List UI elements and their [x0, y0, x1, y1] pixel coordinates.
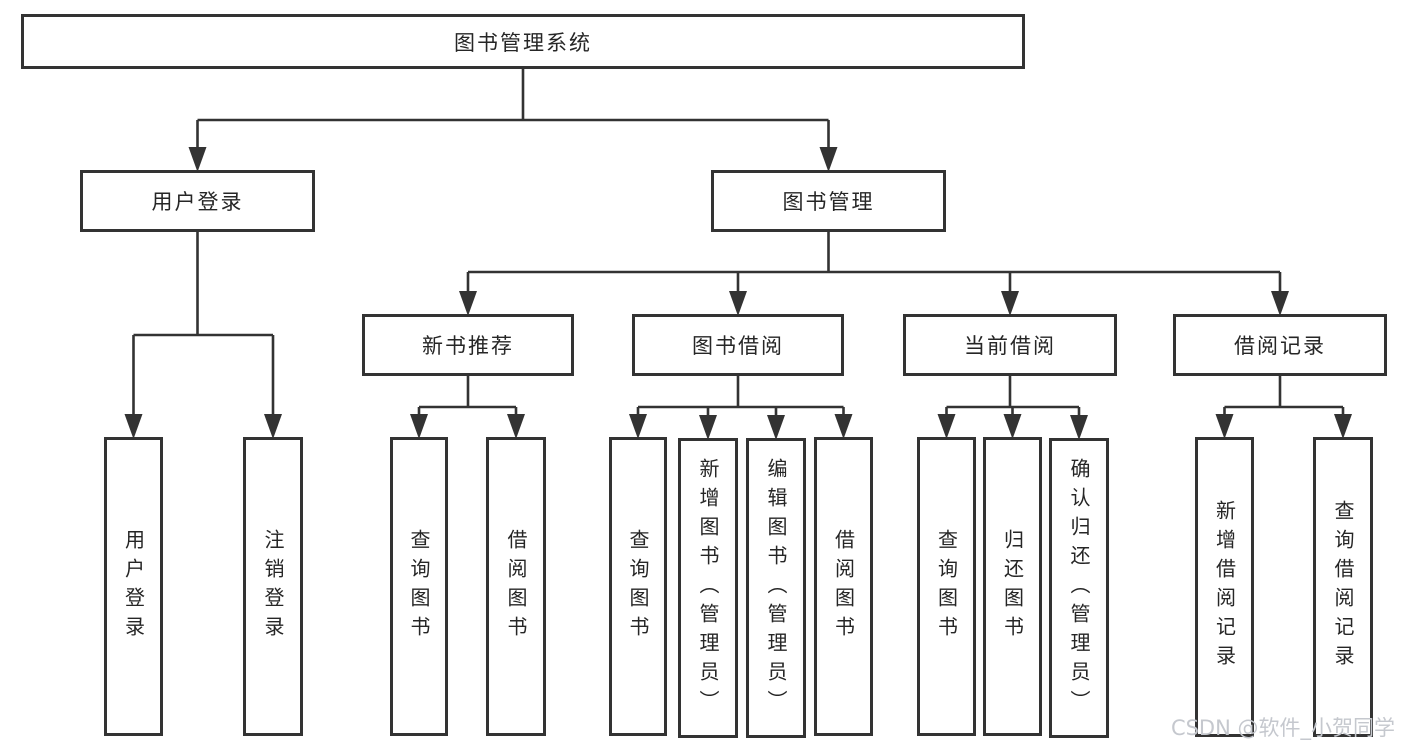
- diagram-node-root: 图书管理系统: [21, 14, 1025, 69]
- node-label: 注销登录: [261, 528, 285, 645]
- arrowhead-icon: [819, 147, 838, 172]
- diagram-node-leaf-borrow-2: 新增图书（管理员）: [678, 438, 738, 738]
- node-label: 图书管理系统: [454, 30, 592, 55]
- node-label: 查询图书: [407, 528, 431, 645]
- diagram-node-login: 用户登录: [80, 170, 315, 232]
- node-label: 查询图书: [626, 528, 650, 645]
- diagram-node-mgmt: 图书管理: [711, 170, 946, 232]
- diagram-node-leaf-borrow-4: 借阅图书: [814, 437, 873, 736]
- arrowhead-icon: [834, 414, 853, 439]
- arrowhead-icon: [188, 147, 207, 172]
- node-label: 新增借阅记录: [1212, 500, 1237, 674]
- diagram-node-leaf-rec-2: 借阅图书: [486, 437, 546, 736]
- arrowhead-icon: [124, 414, 143, 439]
- node-label: 用户登录: [121, 528, 146, 645]
- diagram-node-records: 借阅记录: [1173, 314, 1387, 376]
- node-label: 当前借阅: [964, 334, 1056, 358]
- diagram-node-leaf-records-1: 新增借阅记录: [1195, 437, 1254, 737]
- diagram-node-leaf-rec-1: 查询图书: [390, 437, 448, 736]
- arrowhead-icon: [767, 415, 785, 440]
- arrowhead-icon: [699, 415, 717, 440]
- arrowhead-icon: [507, 414, 525, 439]
- node-label: 借阅记录: [1234, 334, 1326, 358]
- diagram-node-leaf-login-2: 注销登录: [243, 437, 303, 736]
- arrowhead-icon: [1070, 415, 1088, 440]
- node-label: 查询借阅记录: [1331, 500, 1355, 674]
- arrowhead-icon: [1001, 291, 1019, 316]
- node-label: 图书借阅: [692, 334, 784, 358]
- diagram-node-leaf-records-2: 查询借阅记录: [1313, 437, 1373, 737]
- node-label: 确认归还（管理员）: [1067, 457, 1091, 719]
- arrowhead-icon: [1003, 414, 1022, 439]
- diagram-node-current: 当前借阅: [903, 314, 1117, 376]
- node-label: 归还图书: [1000, 528, 1025, 645]
- node-label: 图书管理: [782, 190, 875, 214]
- node-label: 编辑图书（管理员）: [764, 457, 788, 719]
- diagram-node-leaf-borrow-1: 查询图书: [609, 437, 667, 736]
- diagram-node-leaf-current-3: 确认归还（管理员）: [1049, 438, 1109, 738]
- arrowhead-icon: [459, 291, 477, 316]
- diagram-node-leaf-current-2: 归还图书: [983, 437, 1042, 736]
- node-label: 用户登录: [151, 190, 244, 214]
- arrowhead-icon: [1271, 291, 1289, 316]
- arrowhead-icon: [264, 414, 282, 439]
- node-label: 借阅图书: [831, 528, 856, 645]
- diagram-node-leaf-login-1: 用户登录: [104, 437, 163, 736]
- diagram-node-leaf-borrow-3: 编辑图书（管理员）: [746, 438, 806, 738]
- arrowhead-icon: [937, 414, 956, 439]
- diagram-node-leaf-current-1: 查询图书: [917, 437, 976, 736]
- arrowhead-icon: [729, 291, 747, 316]
- arrowhead-icon: [410, 414, 428, 439]
- node-label: 查询图书: [934, 528, 959, 645]
- arrowhead-icon: [1334, 414, 1352, 439]
- diagram-node-rec: 新书推荐: [362, 314, 574, 376]
- diagram-node-borrow: 图书借阅: [632, 314, 844, 376]
- node-label: 新书推荐: [422, 334, 514, 358]
- node-label: 借阅图书: [504, 528, 528, 645]
- arrowhead-icon: [629, 414, 647, 439]
- arrowhead-icon: [1215, 414, 1234, 439]
- node-label: 新增图书（管理员）: [696, 457, 720, 719]
